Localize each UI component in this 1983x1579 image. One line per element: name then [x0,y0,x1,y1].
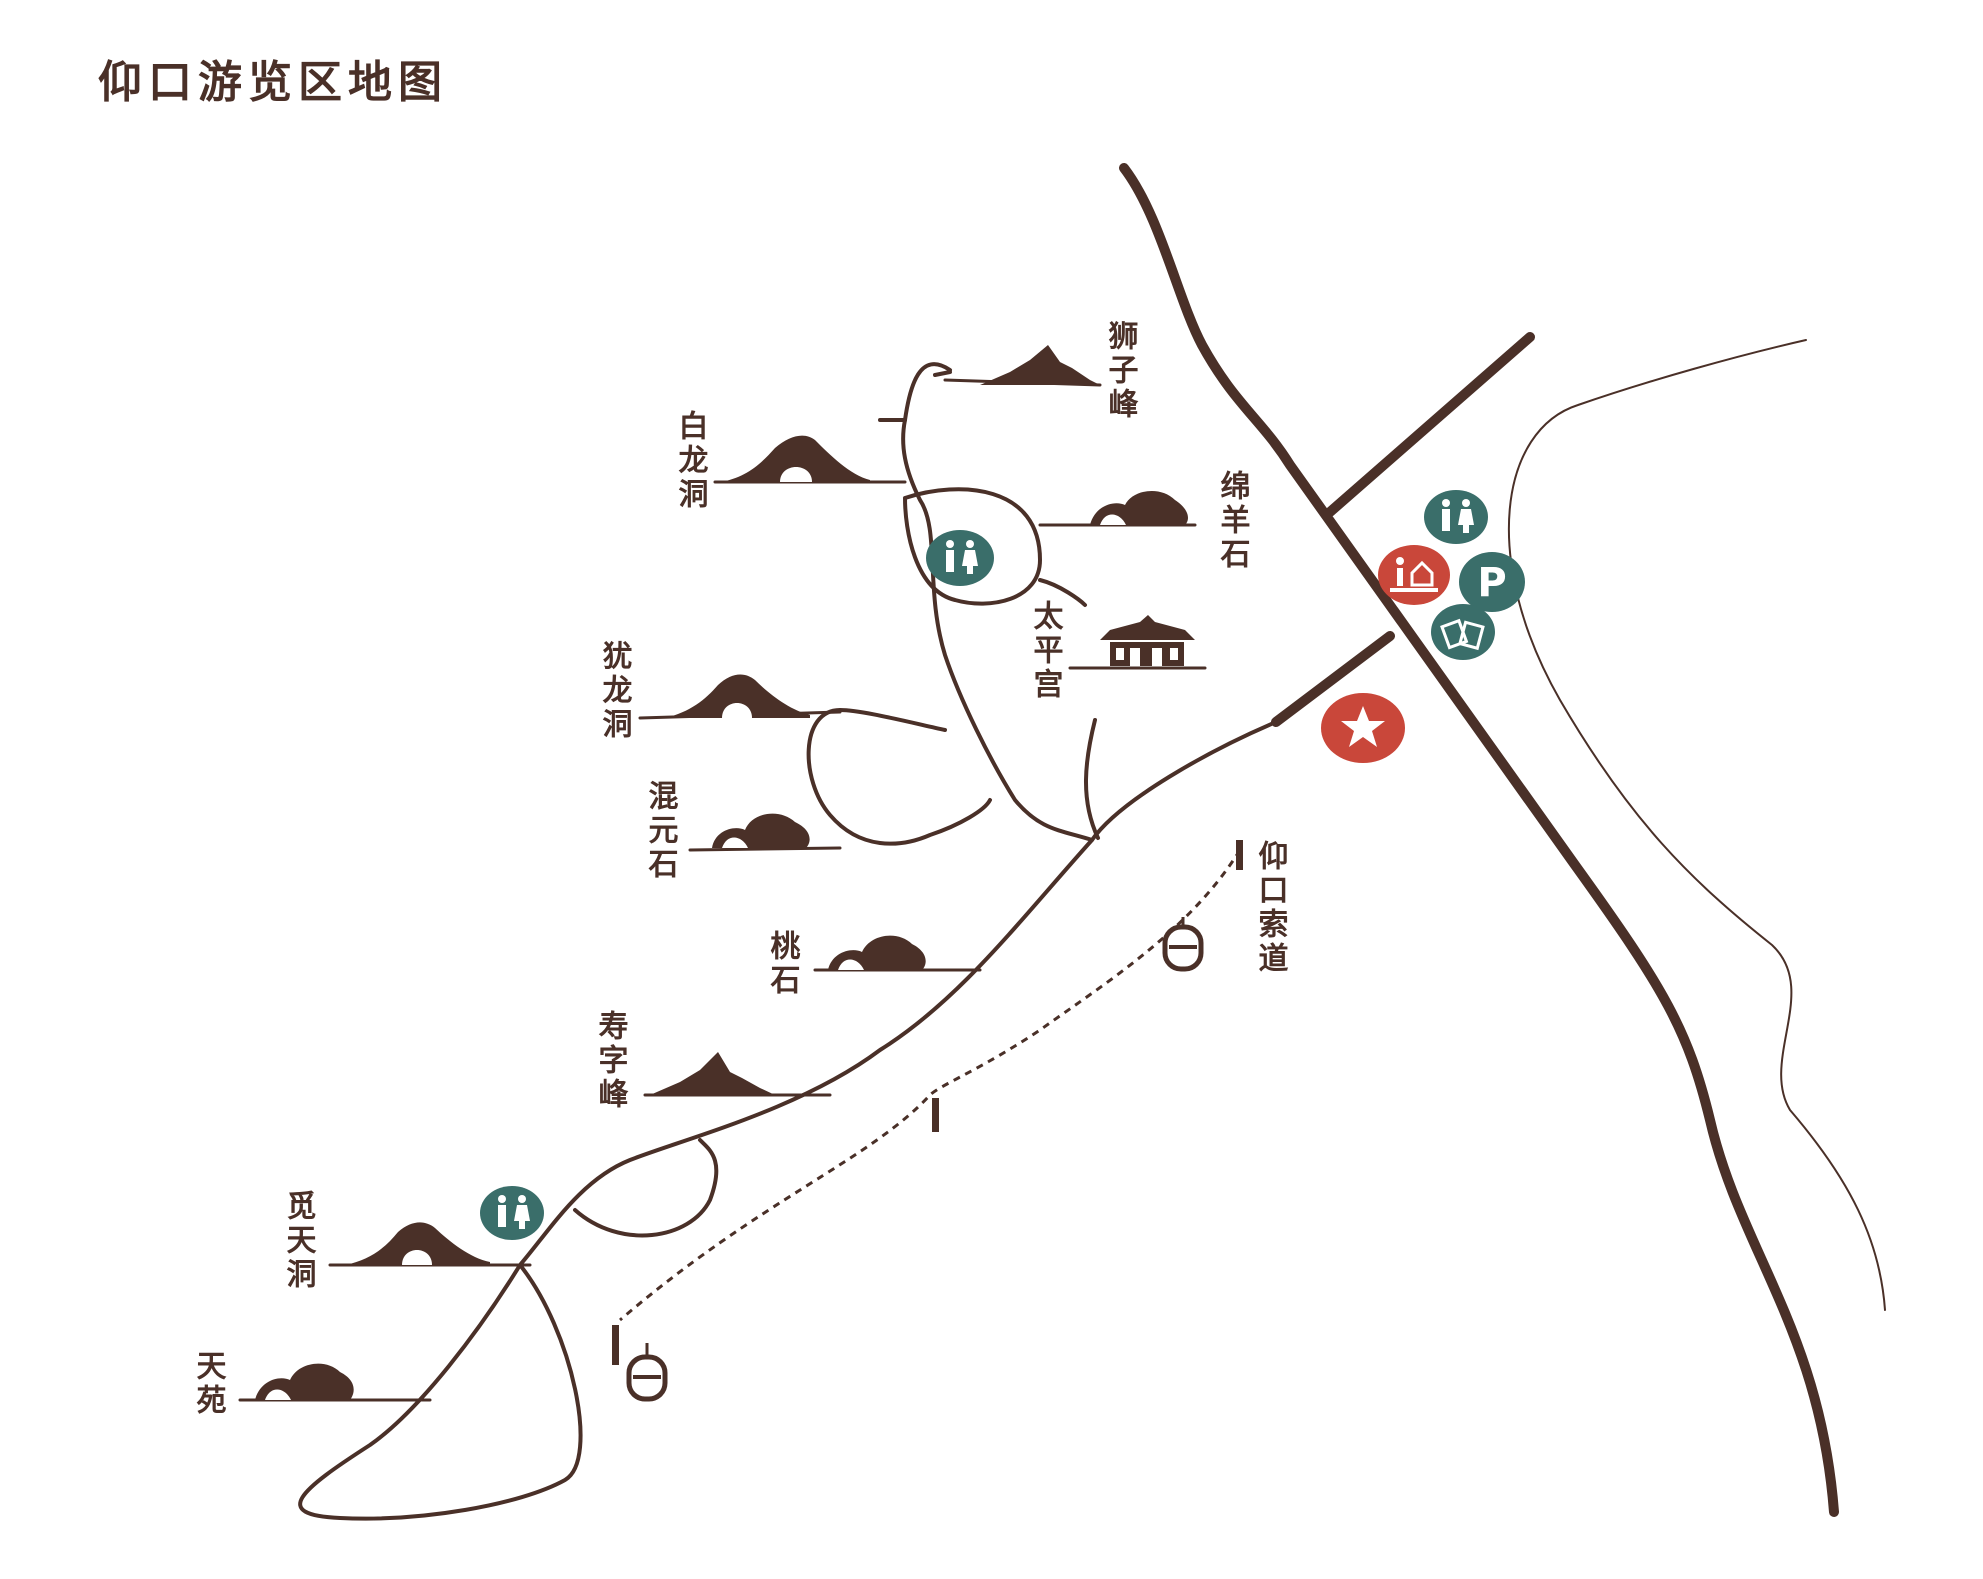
label-hunyuan-shi[interactable]: 混元石 [643,780,680,882]
label-shouzi-feng[interactable]: 寿字峰 [593,1009,629,1112]
peak-icon [650,1052,775,1095]
label-youlong-dong[interactable]: 犹龙洞 [597,640,633,742]
place-labels: 狮子峰 白龙洞 绵羊石 太平宫 犹龙洞 混元石 桃石 寿字峰 觅天洞 天苑 仰口… [191,320,1289,1418]
temple-icon [1100,615,1195,666]
cave-icon [345,1222,490,1265]
star-icon[interactable] [1321,693,1405,763]
main-highway [1119,163,1839,1517]
cableway-dashed [619,849,1242,1322]
map-title: 仰口游览区地图 [98,57,448,108]
lower-loop [573,1138,719,1238]
cable-car-line [612,840,1243,1402]
rock-icon [255,1363,354,1400]
label-taiping-gong[interactable]: 太平宫 [1028,600,1064,702]
restroom-icon[interactable] [480,1186,544,1240]
mid-loop [806,708,992,846]
info-center-icon[interactable] [1378,545,1450,605]
side-path-b [1038,578,1087,607]
hunyuan-spur [688,846,842,852]
label-tianyuan[interactable]: 天苑 [191,1350,227,1418]
cave-icon [665,674,810,718]
access-road [1271,631,1395,727]
highway-branch [1325,332,1535,517]
cable-tower-mid [932,1098,939,1132]
restroom-icon[interactable] [926,530,994,586]
parking-label: P [1477,560,1506,606]
label-yangkou-suodao[interactable]: 仰口索道 [1253,840,1289,976]
ticket-icon[interactable] [1431,604,1495,660]
parking-icon[interactable]: P [1459,552,1525,612]
label-mitian-dong[interactable]: 觅天洞 [281,1190,317,1292]
upper-trail-1 [901,362,1094,842]
stream-line [1507,339,1886,1311]
label-mianyang-shi[interactable]: 绵羊石 [1215,470,1252,572]
restroom-icon[interactable] [1424,490,1488,544]
cable-car-icon [626,1343,668,1402]
restroom-loop [903,487,1042,606]
label-bailong-dong[interactable]: 白龙洞 [673,410,709,512]
rock-icon [712,813,810,848]
label-shizi-feng[interactable]: 狮子峰 [1103,320,1139,422]
peak-icon [980,345,1100,385]
rock-icon [1090,490,1188,525]
rock-icon [828,935,926,970]
cable-tower-bottom [612,1325,619,1365]
cable-car-icon [1162,917,1204,972]
road-network [238,163,1886,1521]
cave-icon [720,435,870,482]
label-tao-shi[interactable]: 桃石 [765,930,802,998]
cable-tower-top [1236,840,1243,870]
side-path-c [1084,718,1100,840]
upper-trail-2 [933,370,952,377]
